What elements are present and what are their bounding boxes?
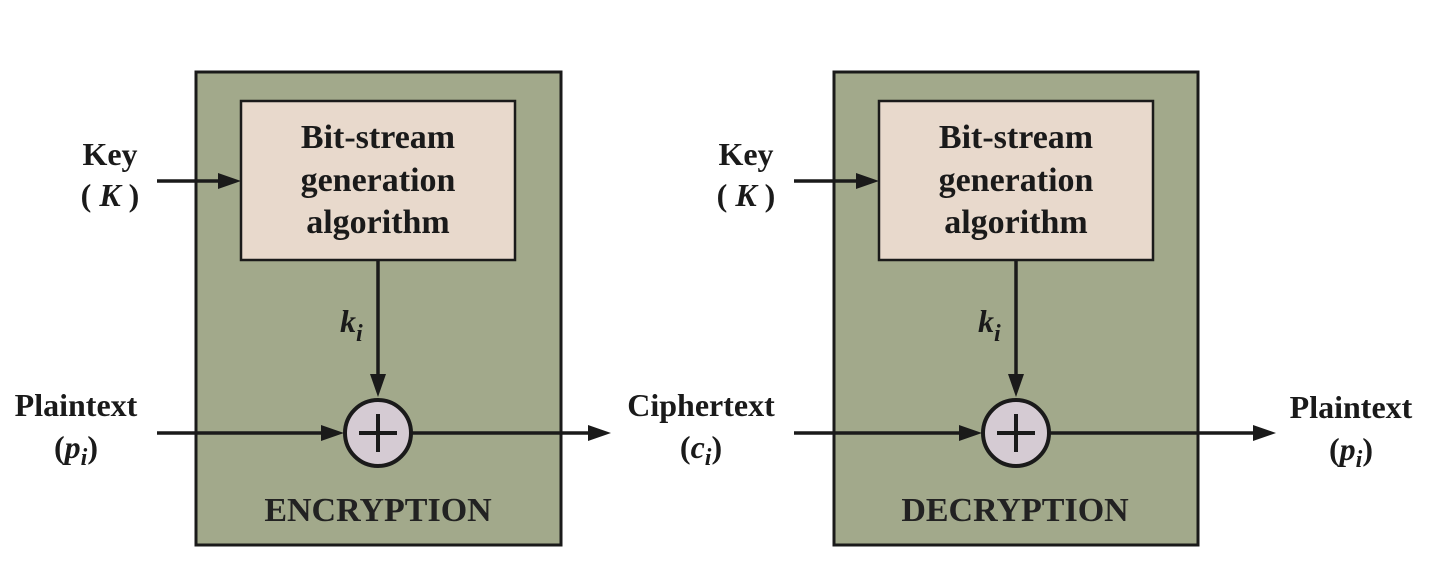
encryption-key-arrowhead <box>218 173 241 189</box>
decryption-panel: Bit-stream generation algorithm ki DECRY… <box>794 70 1276 547</box>
decryption-keystream-label: ki <box>978 303 1001 347</box>
decryption-output-label-group: Plaintext (pi) <box>1290 389 1413 473</box>
encryption-keystream-label: ki <box>340 303 363 347</box>
encryption-key-label-group: Key ( K ) <box>81 136 140 213</box>
decryption-title: DECRYPTION <box>901 492 1129 529</box>
decryption-generator-line-1: Bit-stream <box>939 119 1093 156</box>
encryption-keystream-arrowhead <box>370 374 386 397</box>
encryption-xor-icon <box>343 398 413 468</box>
encryption-generator-line-1: Bit-stream <box>301 119 455 156</box>
decryption-generator-box <box>877 99 1155 262</box>
decryption-key-label: Key <box>718 136 773 172</box>
decryption-key-symbol: ( K ) <box>717 177 776 213</box>
encryption-title: ENCRYPTION <box>264 492 492 529</box>
encryption-input-arrowhead <box>321 425 344 441</box>
encryption-generator-box <box>239 99 517 262</box>
encryption-input-label-group: Plaintext (pi) <box>15 387 138 471</box>
encryption-key-symbol: ( K ) <box>81 177 140 213</box>
decryption-output-label: Plaintext <box>1290 389 1413 425</box>
encryption-key-label: Key <box>82 136 137 172</box>
decryption-output-symbol: (pi) <box>1329 431 1373 473</box>
decryption-key-arrowhead <box>856 173 879 189</box>
encryption-input-symbol: (pi) <box>54 429 98 471</box>
ciphertext-label-group: Ciphertext (ci) <box>627 387 775 471</box>
decryption-xor-icon <box>981 398 1051 468</box>
encryption-output-arrowhead <box>588 425 611 441</box>
encryption-generator-line-2: generation <box>301 162 456 199</box>
ciphertext-label: Ciphertext <box>627 387 775 423</box>
decryption-output-arrowhead <box>1253 425 1276 441</box>
decryption-generator-line-2: generation <box>939 162 1094 199</box>
ciphertext-symbol: (ci) <box>680 429 722 471</box>
decryption-key-label-group: Key ( K ) <box>717 136 776 213</box>
decryption-generator-line-3: algorithm <box>944 204 1088 241</box>
encryption-input-label: Plaintext <box>15 387 138 423</box>
decryption-keystream-arrowhead <box>1008 374 1024 397</box>
encryption-generator-line-3: algorithm <box>306 204 450 241</box>
encryption-panel: Bit-stream generation algorithm ki ENCRY… <box>157 70 611 547</box>
decryption-input-arrowhead <box>959 425 982 441</box>
